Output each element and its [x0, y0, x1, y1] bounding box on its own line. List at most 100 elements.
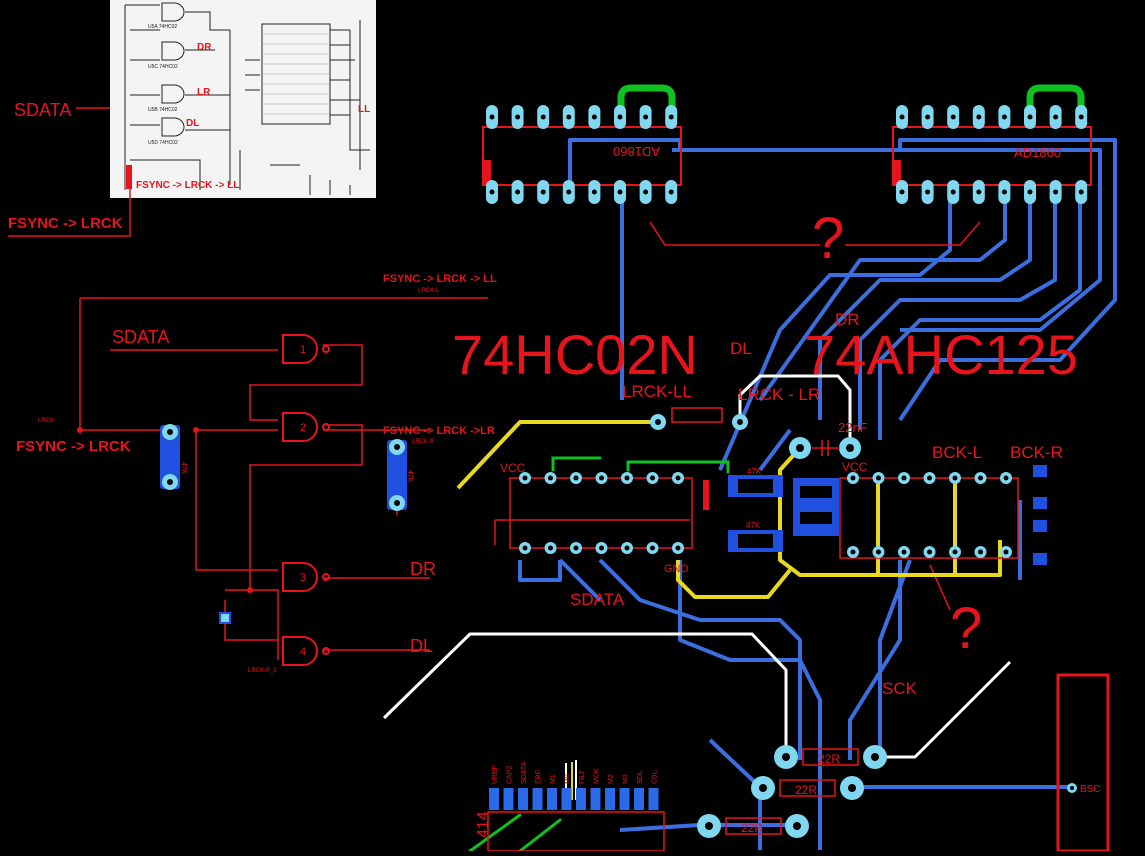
- header-pin: [590, 788, 601, 810]
- question-pointer: [929, 564, 951, 611]
- label-lrck-r-small: LRCK-R: [412, 439, 435, 445]
- label-lrck-small: LRCK: [38, 418, 54, 424]
- label-fsync-lrck: FSYNC -> LRCK: [16, 438, 131, 455]
- header-pin-label: M2: [608, 774, 615, 784]
- pad-lrck-lr: [732, 414, 748, 430]
- label-74hc02n: 74HC02N: [452, 323, 698, 386]
- yellow-jumper-lrck-ll: [456, 420, 658, 490]
- white-jumper-right: [875, 660, 1012, 759]
- inset-gate-labels: U5A 74HC02 U5C 74HC02 U5B 74HC02 U5D 74H…: [148, 24, 178, 146]
- gate-number: 3: [300, 572, 306, 584]
- pad-r22-3a: [697, 814, 721, 838]
- label-dr-pcb: DR: [835, 310, 860, 329]
- header-pin: [489, 788, 499, 810]
- chip-ad1860-left: [482, 126, 682, 186]
- header-pin-label: M1: [550, 774, 557, 784]
- resistor-outlines: [671, 407, 859, 835]
- label-lrck-ll: LRCK-LL: [622, 382, 692, 401]
- label-dl-pcb: DL: [730, 339, 752, 358]
- junction-dots: [77, 427, 253, 593]
- question-mark-bottom: ?: [950, 596, 982, 661]
- gate-numbers: 1 2 3 4: [300, 344, 306, 658]
- header-pin-label: M0: [565, 774, 572, 784]
- header-pin-label: MCK: [594, 768, 601, 784]
- resistor-18k-outline: [671, 407, 723, 423]
- connector-pin: [1033, 553, 1047, 565]
- resistor-22r-1: [802, 748, 859, 766]
- label-sdata-inset: SDATA: [14, 100, 71, 120]
- inset-gate-label: U5B 74HC02: [148, 107, 178, 113]
- header-pin-label: M3: [623, 774, 630, 784]
- header-pin: [634, 788, 644, 810]
- pad-lrck-ll: [650, 414, 666, 430]
- header-pin: [518, 788, 528, 810]
- marker-bar: [703, 480, 709, 510]
- label-bsc: BSC: [1080, 784, 1101, 795]
- connector-pin: [1033, 497, 1047, 509]
- header-pin-label: FILT: [579, 769, 586, 784]
- header-pin-label: VREF: [492, 765, 499, 784]
- header-pin: [576, 788, 586, 810]
- header-pin: [532, 788, 543, 810]
- inset-gate-label: U5A 74HC02: [148, 24, 177, 30]
- label-47k-a: 47K: [180, 462, 187, 475]
- gate-number: 1: [300, 344, 306, 356]
- nor-gate-1: [282, 334, 318, 364]
- yellow-jumper-vcc: [778, 446, 1002, 577]
- header-pin-label: CBL: [652, 770, 659, 784]
- header-pin: [619, 788, 630, 810]
- pcb-labels: AD1860 AD1860 ? 74HC02N 74AHC125 DL DR L…: [452, 144, 1101, 838]
- question-bracket-right: [845, 221, 981, 246]
- green-jumper-small-b: [626, 460, 730, 474]
- pad-r22-2a: [751, 776, 775, 800]
- green-jumper-left: [617, 84, 676, 116]
- pad-r22-1b: [863, 745, 887, 769]
- label-lrck-p2: LRCK-P_2: [248, 668, 277, 674]
- inset-label-lr: LR: [197, 87, 211, 98]
- nor-gate-3-bubble: [322, 573, 330, 581]
- nor-gate-3: [282, 562, 318, 592]
- header-pin: [547, 788, 557, 810]
- ad1860-pads: [486, 105, 1088, 204]
- label-74ahc125: 74AHC125: [804, 323, 1078, 386]
- inset-wires: [124, 4, 370, 195]
- label-22r-2: 22R: [795, 783, 817, 797]
- blue-traces: [518, 138, 1117, 850]
- label-ad1860-left: AD1860: [613, 144, 660, 159]
- label-22r-3: 22R: [741, 821, 763, 835]
- green-wire-bottom: [468, 813, 562, 853]
- chip-ad1860-right: [892, 126, 1092, 186]
- connector-pin: [1033, 520, 1047, 532]
- header-pin-label: SDATA: [521, 761, 528, 784]
- via-square: [219, 612, 231, 624]
- resistor-22r-2: [779, 779, 836, 797]
- pad-cap-right: [839, 437, 861, 459]
- gate-number: 2: [300, 422, 306, 434]
- nor-gate-2-bubble: [322, 423, 330, 431]
- nor-gate-2: [282, 412, 318, 442]
- header-pin-label: SDL: [637, 770, 644, 784]
- inset-paper: [110, 0, 376, 198]
- label-bck-l: BCK-L: [932, 443, 982, 462]
- inset-gate-label: U5D 74HC02: [148, 140, 178, 146]
- inset-gate-u5b: [161, 84, 185, 104]
- resistor-22r-3: [725, 817, 782, 835]
- nor-gate-4-bubble: [322, 647, 330, 655]
- label-22nf: 22nF: [838, 420, 868, 435]
- resistor-47k-a: [160, 424, 180, 490]
- label-47k-bottom: 47K: [746, 521, 761, 530]
- inset-gate-u5c: [161, 41, 185, 61]
- smd-blocks: [703, 465, 1047, 565]
- connector-pin: [1033, 465, 1047, 477]
- chip-74ahc125: [839, 472, 1019, 559]
- label-sck: SCK: [882, 679, 918, 698]
- white-jumper-long: [382, 632, 788, 757]
- green-jumper-small-a: [551, 456, 602, 472]
- scanned-schematic-inset: U5A 74HC02 U5C 74HC02 U5B 74HC02 U5D 74H…: [110, 0, 376, 198]
- redrawn-schematic: 1 2 3 4 SDATA FSYNC -> LRCK FSYNC -> LRC…: [8, 100, 497, 674]
- label-ad1860-right: AD1860: [1014, 145, 1061, 160]
- label-vcc-left: VCC: [500, 461, 526, 475]
- label-dr: DR: [410, 559, 436, 579]
